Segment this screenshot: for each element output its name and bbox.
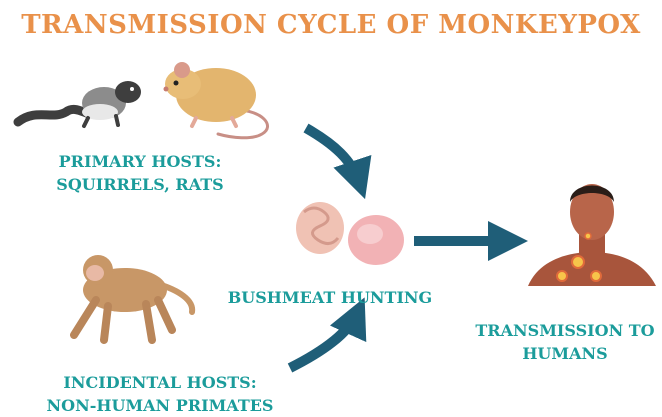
transmission-to-humans-label: TRANSMISSION TO HUMANS	[470, 319, 660, 365]
incidental-hosts-label: INCIDENTAL HOSTS: NON-HUMAN PRIMATES	[20, 371, 300, 417]
squirrel-illustration	[18, 81, 141, 126]
incidental-hosts-line1: INCIDENTAL HOSTS:	[20, 371, 300, 394]
monkey-illustration	[74, 255, 192, 340]
incidental-hosts-line2: NON-HUMAN PRIMATES	[20, 394, 300, 417]
arrow-incidental-to-bushmeat	[290, 312, 358, 368]
primary-hosts-line2: SQUIRRELS, RATS	[20, 173, 260, 196]
primary-hosts-label: PRIMARY HOSTS: SQUIRRELS, RATS	[20, 150, 260, 196]
humans-line1: TRANSMISSION TO	[470, 319, 660, 342]
bushmeat-organs-illustration	[296, 202, 404, 265]
human-illustration	[528, 184, 656, 286]
primary-hosts-line1: PRIMARY HOSTS:	[20, 150, 260, 173]
rat-illustration	[164, 62, 268, 138]
bushmeat-hunting-label: BUSHMEAT HUNTING	[220, 286, 440, 309]
arrow-primary-to-bushmeat	[306, 128, 360, 184]
humans-line2: HUMANS	[470, 342, 660, 365]
